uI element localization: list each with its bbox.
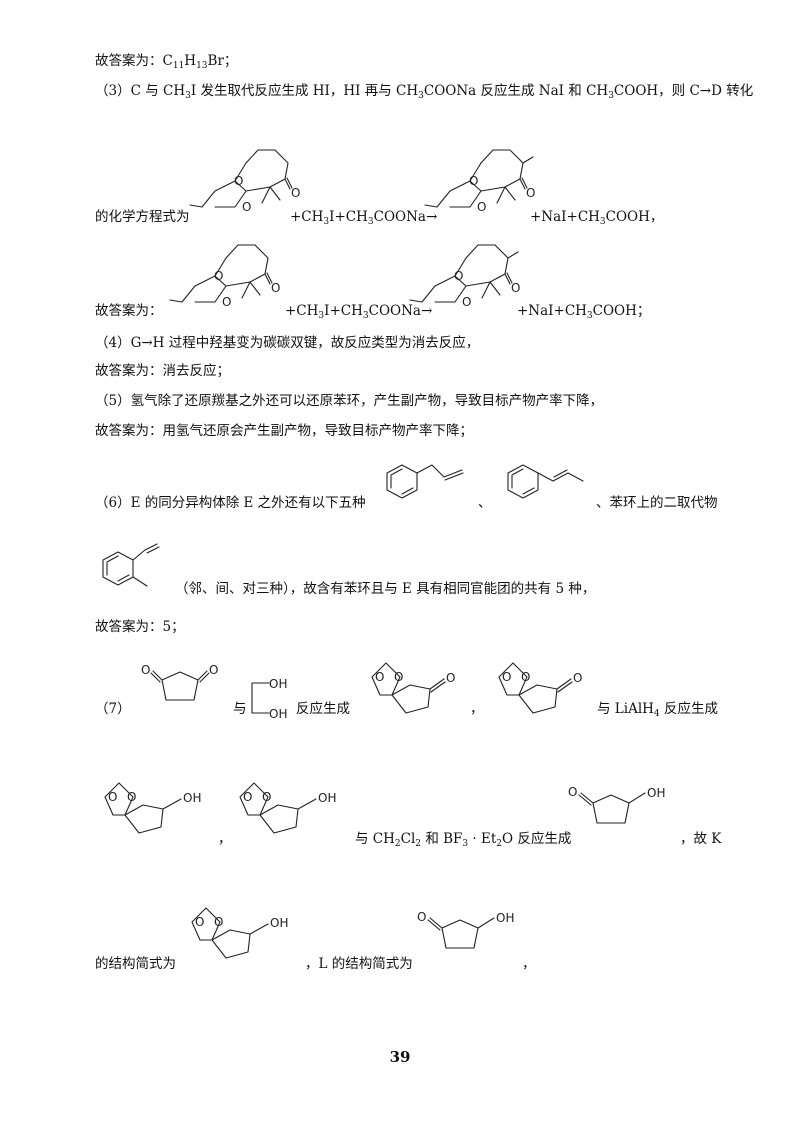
q7-comma: ， [470, 701, 484, 717]
svg-text:O: O [375, 670, 384, 684]
svg-text:O: O [462, 295, 471, 309]
svg-text:O: O [454, 269, 463, 283]
q7-lialh4: 与 LiAlH4 反应生成 [597, 701, 718, 719]
svg-text:OH: OH [269, 677, 287, 691]
svg-text:O: O [477, 200, 486, 214]
answer-compound-c: O O O [169, 244, 280, 309]
q6-line-2: （邻、间、对三种），故含有苯环且与 E 具有相同官能团的共有 5 种， [175, 581, 596, 597]
answer-line-4: 故答案为：消去反应； [95, 363, 230, 379]
svg-text:OH: OH [496, 911, 514, 925]
q6-sep: 、 [478, 495, 492, 511]
svg-text:O: O [573, 671, 582, 685]
k-structure-label: 的结构简式为 [95, 956, 176, 972]
svg-text:O: O [195, 915, 204, 929]
compound-c-structure: O O O [189, 149, 300, 214]
svg-text:O: O [446, 671, 455, 685]
svg-text:OH: OH [269, 707, 287, 721]
svg-text:O: O [511, 281, 520, 295]
equation-intro: 的化学方程式为 [95, 209, 190, 225]
answer-line-5: 故答案为：用氢气还原会产生副产物，导致目标产物产率下降； [95, 423, 473, 439]
svg-text:O: O [568, 785, 577, 799]
methylstyrene-structure [102, 543, 160, 587]
ketal-ketone-structure: O O O [371, 662, 455, 714]
svg-text:O: O [222, 295, 231, 309]
q7-so-k: ，故 K [680, 831, 722, 847]
compound-d-structure: O O O [424, 149, 535, 214]
svg-text:O: O [242, 200, 251, 214]
svg-text:O: O [394, 670, 403, 684]
l-comma: ， [522, 956, 536, 972]
q5-line: （5）氢气除了还原羰基之外还可以还原苯环，产生副产物，导致目标产物产率下降， [95, 393, 604, 409]
ethylene-glycol-structure: OH OH [251, 677, 287, 721]
answer-compound-d: O O O [409, 244, 520, 309]
l-structure: O OH [417, 910, 514, 949]
svg-text:OH: OH [647, 786, 665, 800]
ketal-alcohol-structure-2: O O OH [239, 782, 336, 834]
svg-text:O: O [417, 910, 426, 924]
answer-products: +NaI+CH3COOH； [517, 303, 651, 321]
answer-label-2: 故答案为： [95, 303, 163, 319]
svg-text:O: O [502, 670, 511, 684]
l-structure-label: ，L 的结构简式为 [305, 956, 413, 972]
svg-text:O: O [209, 663, 218, 677]
k-structure: O O OH [191, 907, 288, 959]
answer-line-1: 故答案为：C11H13Br； [95, 53, 238, 71]
page-number: 39 [389, 1048, 411, 1066]
q7-comma-2: ， [218, 831, 232, 847]
svg-text:O: O [108, 790, 117, 804]
answer-line-6: 故答案为：5； [95, 619, 185, 635]
q7-label: （7） [95, 701, 131, 717]
svg-text:O: O [526, 186, 535, 200]
svg-text:O: O [127, 790, 136, 804]
svg-text:OH: OH [270, 916, 288, 930]
ketal-alcohol-structure: O O OH [104, 782, 201, 834]
svg-text:O: O [214, 269, 223, 283]
svg-text:O: O [141, 663, 150, 677]
svg-text:O: O [271, 281, 280, 295]
svg-text:O: O [521, 670, 530, 684]
q6-line-c: 、苯环上的二取代物 [596, 495, 718, 511]
svg-text:O: O [243, 790, 252, 804]
svg-text:O: O [262, 790, 271, 804]
svg-text:O: O [469, 174, 478, 188]
q7-bf3: 与 CH2Cl2 和 BF3 · Et2O 反应生成 [355, 831, 572, 849]
svg-text:OH: OH [183, 791, 201, 805]
q6-line-a: （6）E 的同分异构体除 E 之外还有以下五种 [95, 495, 366, 511]
answer-reactants: +CH3I+CH3COONa→ [285, 303, 433, 321]
allylbenzene-structure [386, 464, 464, 499]
svg-text:O: O [214, 915, 223, 929]
q3-line: （3）C 与 CH3I 发生取代反应生成 HI，HI 再与 CH3COONa 反… [95, 83, 754, 101]
equation-products: +NaI+CH3COOH， [530, 209, 664, 227]
svg-text:OH: OH [318, 791, 336, 805]
q7-react: 反应生成 [296, 701, 350, 717]
svg-text:O: O [291, 186, 300, 200]
q4-line: （4）G→H 过程中羟基变为碳碳双键，故反应类型为消去反应， [95, 335, 480, 351]
propenylbenzene-structure [507, 464, 584, 499]
equation-reactants: +CH3I+CH3COONa→ [290, 209, 438, 227]
hydroxy-ketone-structure: O OH [568, 785, 665, 824]
ketal-ketone-structure-2: O O O [498, 662, 582, 714]
svg-text:O: O [234, 174, 243, 188]
cyclopentanedione-structure: O O [141, 663, 218, 701]
q7-and: 与 [233, 701, 247, 717]
